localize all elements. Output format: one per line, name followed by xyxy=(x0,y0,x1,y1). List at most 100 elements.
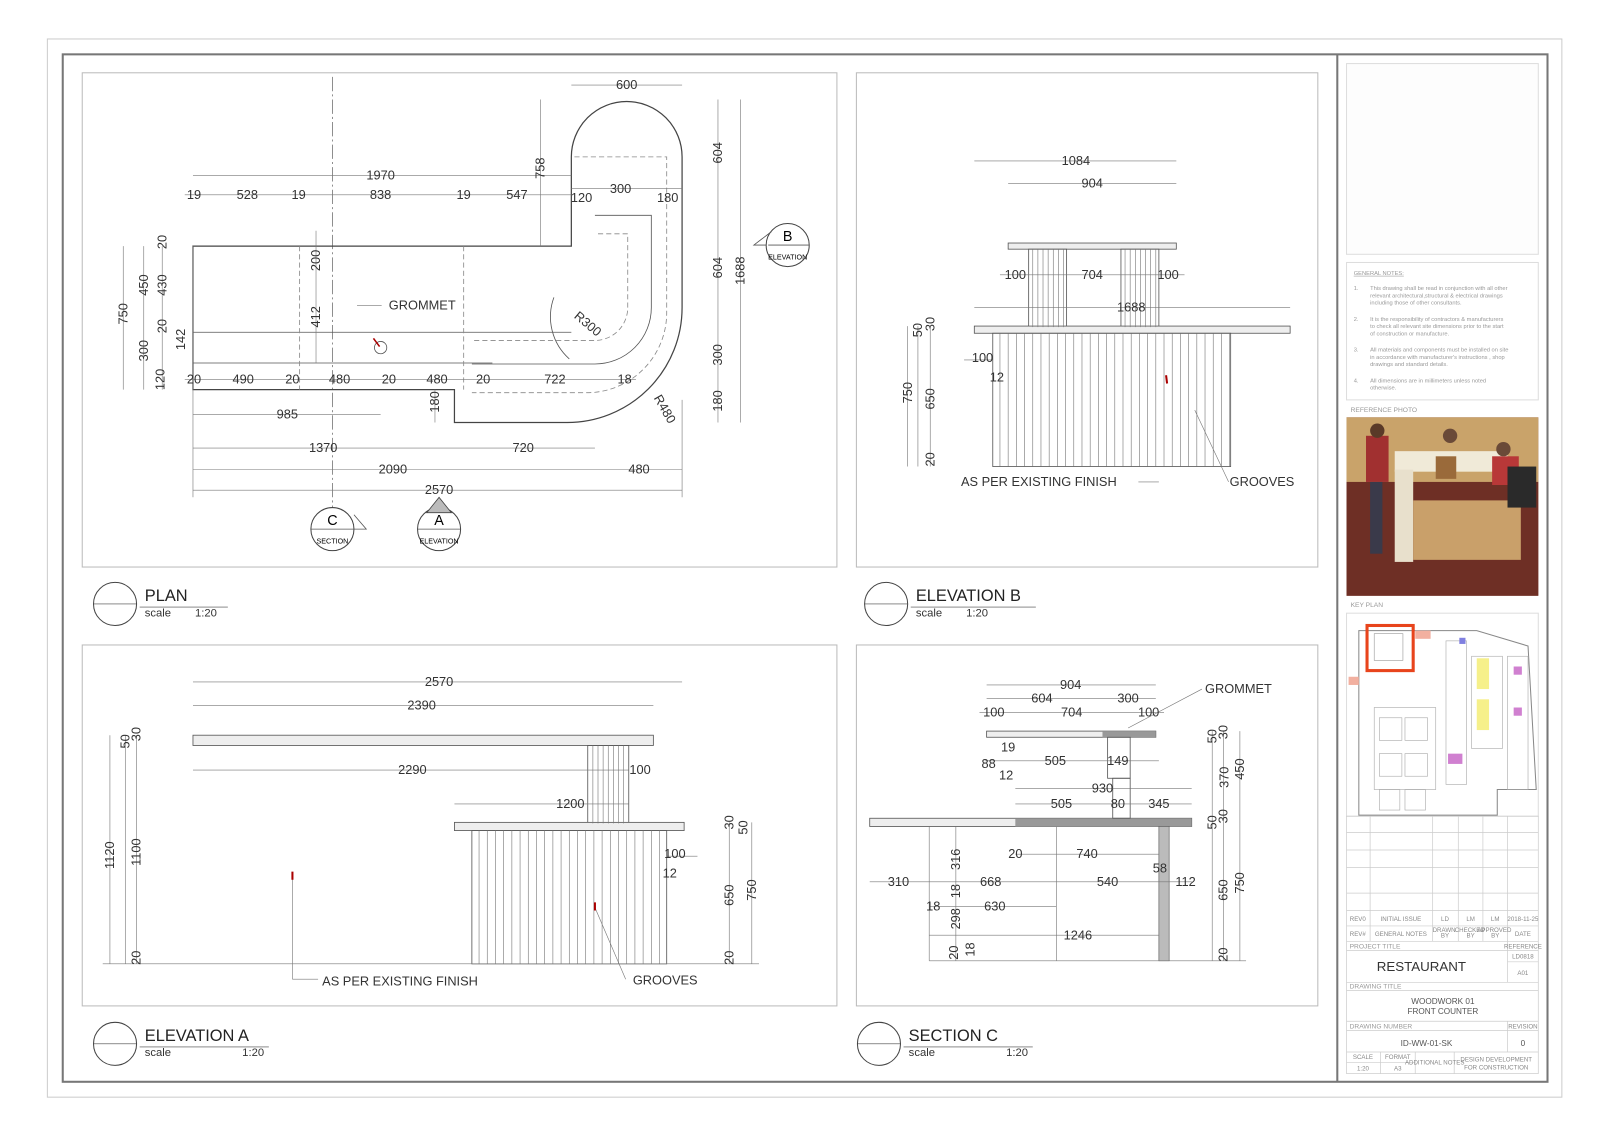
dimension-label: 750 xyxy=(1232,872,1247,893)
drawing-title-label: DRAWING TITLE xyxy=(1350,983,1402,990)
dimension-label: 80 xyxy=(1111,796,1125,811)
note-line: drawings and standard details. xyxy=(1370,362,1448,368)
finish-label: AS PER EXISTING FINISH xyxy=(961,474,1117,489)
dimension-label: 1970 xyxy=(366,167,394,182)
elevation-a-drawing xyxy=(102,681,759,980)
dimension-label: 1246 xyxy=(1064,927,1092,942)
reference-label: REFERENCE xyxy=(1504,943,1542,950)
dimension-label: 100 xyxy=(972,350,993,365)
scale-value: 1:20 xyxy=(1006,1047,1028,1059)
dimension-label: 19 xyxy=(457,187,471,202)
general-notes-box xyxy=(1346,261,1539,401)
scale-label: scale xyxy=(145,607,171,619)
view-title: ELEVATION A xyxy=(145,1027,249,1045)
format-value: A3 xyxy=(1394,1066,1402,1073)
elevation-b-drawing xyxy=(907,160,1291,483)
drawing-number-label: DRAWING NUMBER xyxy=(1350,1023,1413,1030)
dimension-label: 88 xyxy=(982,756,996,771)
dimension-label: 540 xyxy=(1097,874,1118,889)
format-label: FORMAT xyxy=(1385,1054,1411,1061)
revision-header-cell: REV# xyxy=(1350,931,1367,938)
scale-value: 1:20 xyxy=(242,1047,264,1059)
revision-header-cell: DRAWN BY xyxy=(1433,927,1458,940)
dimension-label: 50 xyxy=(1204,815,1219,829)
note-number: 2. xyxy=(1354,317,1359,323)
section-marker-b[interactable]: B ELEVATION xyxy=(752,223,810,268)
dimension-label: 604 xyxy=(710,142,725,163)
marker-label: ELEVATION xyxy=(768,253,807,261)
dimension-label: 668 xyxy=(980,874,1001,889)
marker-letter: B xyxy=(783,229,793,245)
project-title-label: PROJECT TITLE xyxy=(1350,943,1401,950)
dimension-label: 722 xyxy=(544,371,565,386)
revision-cell: INITIAL ISSUE xyxy=(1381,916,1422,923)
dimension-label: 180 xyxy=(710,390,725,411)
key-plan-label: KEY PLAN xyxy=(1351,602,1384,609)
dimension-label: 430 xyxy=(154,274,169,295)
dimension-label: 100 xyxy=(1005,267,1026,282)
dimension-label: 2390 xyxy=(407,698,435,713)
dimension-label: 838 xyxy=(370,187,391,202)
dimension-label: 50 xyxy=(117,734,132,748)
view-title-section-c: SECTION C scale 1:20 xyxy=(856,1021,1033,1066)
dimension-label: 650 xyxy=(1216,879,1231,900)
note-number: 1. xyxy=(1354,286,1359,292)
note-line: All materials and components must be ins… xyxy=(1370,348,1508,354)
dimension-label: 300 xyxy=(610,181,631,196)
dimension-label: 345 xyxy=(1148,796,1169,811)
finish-label: AS PER EXISTING FINISH xyxy=(322,973,478,988)
dimension-label: 100 xyxy=(664,846,685,861)
section-marker-a[interactable]: A ELEVATION xyxy=(417,496,462,552)
scale-label: scale xyxy=(909,1047,935,1059)
dimension-label: 490 xyxy=(233,371,254,386)
dimension-label: 412 xyxy=(308,306,323,327)
view-title-plan: PLAN scale 1:20 xyxy=(92,581,228,626)
logo-area xyxy=(1346,63,1539,255)
dimension-label: 300 xyxy=(710,344,725,365)
plan-panel xyxy=(81,72,838,568)
dimension-label: 985 xyxy=(277,406,298,421)
revision-value: 0 xyxy=(1521,1039,1526,1048)
marker-letter: C xyxy=(327,513,337,529)
dimension-label: 30 xyxy=(922,317,937,331)
revision-cell: LD xyxy=(1441,916,1449,923)
note-line: of construction or manufacture. xyxy=(1370,331,1449,337)
dimension-label: 480 xyxy=(426,371,447,386)
dimension-label: 19 xyxy=(291,187,305,202)
revision-cell: LM xyxy=(1466,916,1475,923)
view-title: ELEVATION B xyxy=(916,587,1021,605)
reference-value: A01 xyxy=(1517,970,1529,977)
note-line: otherwise. xyxy=(1370,386,1397,392)
note-number: 4. xyxy=(1354,378,1359,384)
dimension-label: 298 xyxy=(948,908,963,929)
scale-label: SCALE xyxy=(1353,1054,1373,1061)
dimension-label: 450 xyxy=(136,274,151,295)
grooves-label: GROOVES xyxy=(1230,474,1295,489)
dimension-label: 20 xyxy=(1008,846,1022,861)
grooves-label: GROOVES xyxy=(633,972,698,987)
dimension-label: 604 xyxy=(710,257,725,278)
section-marker-c[interactable]: C SECTION xyxy=(310,507,368,552)
dimension-label: 12 xyxy=(999,767,1013,782)
dimension-label: 100 xyxy=(1157,267,1178,282)
dimension-label: 200 xyxy=(308,250,323,271)
dimension-label: 750 xyxy=(744,879,759,900)
scale-label: scale xyxy=(916,607,942,619)
dimension-label: 12 xyxy=(663,866,677,881)
view-title-elevation-b: ELEVATION B scale 1:20 xyxy=(864,581,1036,626)
key-plan xyxy=(1346,612,1539,817)
reference-photo xyxy=(1346,417,1539,596)
dimension-label: 600 xyxy=(616,77,637,92)
elevation-b-panel xyxy=(855,72,1319,568)
status-text: DESIGN DEVELOPMENT xyxy=(1460,1056,1532,1063)
dimension-label: 930 xyxy=(1092,781,1113,796)
dimension-label: 18 xyxy=(948,884,963,898)
dimension-label: 58 xyxy=(1153,861,1167,876)
dimension-label: 20 xyxy=(154,235,169,249)
dimension-label: 30 xyxy=(721,815,736,829)
section-grommet-label: GROMMET xyxy=(1205,681,1272,696)
status-text: FOR CONSTRUCTION xyxy=(1464,1064,1528,1071)
view-title-elevation-a: ELEVATION A scale 1:20 xyxy=(92,1021,269,1066)
dimension-label: 1688 xyxy=(1117,300,1145,315)
